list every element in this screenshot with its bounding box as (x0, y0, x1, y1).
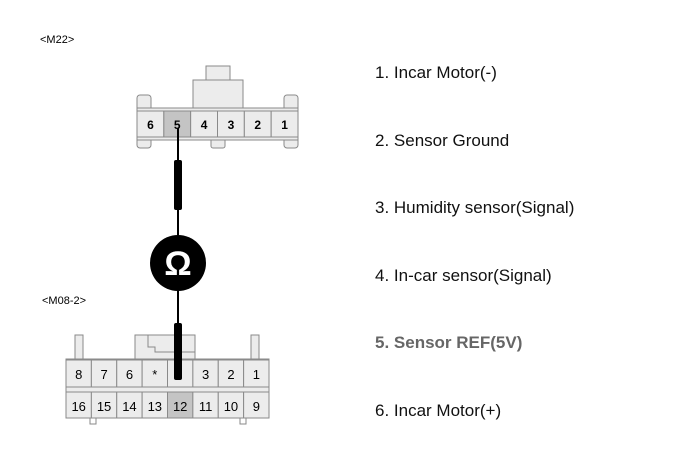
probe-tip-top (174, 160, 182, 210)
pin-legend-item: 3. Humidity sensor(Signal) (375, 198, 575, 217)
pin-number: 7 (100, 367, 107, 382)
pin-legend-item: 5. Sensor REF(5V) (375, 333, 523, 352)
pin-cell-1 (270, 110, 299, 138)
pin-cell-10 (217, 391, 245, 419)
pin-number: 13 (148, 399, 162, 414)
pin-cell-* (141, 359, 168, 388)
connector-post-left (74, 334, 84, 361)
pin-number: 11 (199, 399, 213, 414)
pin-cell-7 (90, 359, 118, 388)
pin-number: 14 (122, 399, 136, 414)
pin-number: 1 (281, 118, 288, 132)
pin-cell-6 (116, 359, 143, 388)
pin-number: 9 (253, 399, 260, 414)
pin-number: 6 (147, 118, 154, 132)
pin-number: 10 (224, 399, 238, 414)
connector-m08-2: 8 7 6 * 3 2 1 16 15 14 13 12 11 10 9 (65, 334, 270, 425)
pin-number: 12 (173, 399, 187, 414)
pin-legend-item: 4. In-car sensor(Signal) (375, 265, 552, 285)
probe-tip-bottom (174, 323, 182, 380)
pin-number: * (152, 367, 157, 382)
connector-foot-right (239, 417, 247, 425)
pin-number: 3 (228, 118, 235, 132)
ohmmeter-icon: Ω (150, 235, 206, 291)
connector-post-right (250, 334, 260, 361)
pin-cell-11 (192, 391, 219, 419)
pin-cell-9 (243, 391, 270, 419)
pin-number: 4 (201, 118, 208, 132)
pin-number: 6 (126, 367, 133, 382)
pin-cell-4 (190, 110, 219, 138)
connector-housing-top (192, 79, 244, 111)
connector-key (147, 335, 195, 353)
pin-number: 15 (97, 399, 111, 414)
connector-latch (205, 65, 231, 81)
connector-housing-top (134, 334, 196, 361)
pin-number: 1 (253, 367, 260, 382)
pin-cell-1 (243, 359, 270, 388)
pin-cell-14 (116, 391, 143, 419)
connector-label-m22: <M22> (40, 34, 75, 46)
pin-legend-item: 1. Incar Motor(-) (375, 63, 497, 82)
pin-legend-item: 2. Sensor Ground (375, 130, 510, 150)
connector-label-m08-2: <M08-2> (42, 295, 87, 307)
connector-foot-left (89, 417, 97, 425)
ohm-symbol: Ω (164, 245, 191, 283)
connector-m22: 6 5 4 3 2 1 (136, 65, 299, 149)
pin-cell-16 (65, 391, 92, 419)
pin-number: 2 (254, 118, 261, 132)
pin-cell-15 (90, 391, 118, 419)
pin-number: 16 (71, 399, 85, 414)
pin-number: 5 (174, 118, 181, 132)
pin-number: 8 (75, 367, 82, 382)
pin-cell-13 (141, 391, 168, 419)
pin-number: 2 (227, 367, 234, 382)
pin-legend-item: 6. Incar Motor(+) (375, 400, 502, 420)
pin-number: 3 (202, 367, 209, 382)
